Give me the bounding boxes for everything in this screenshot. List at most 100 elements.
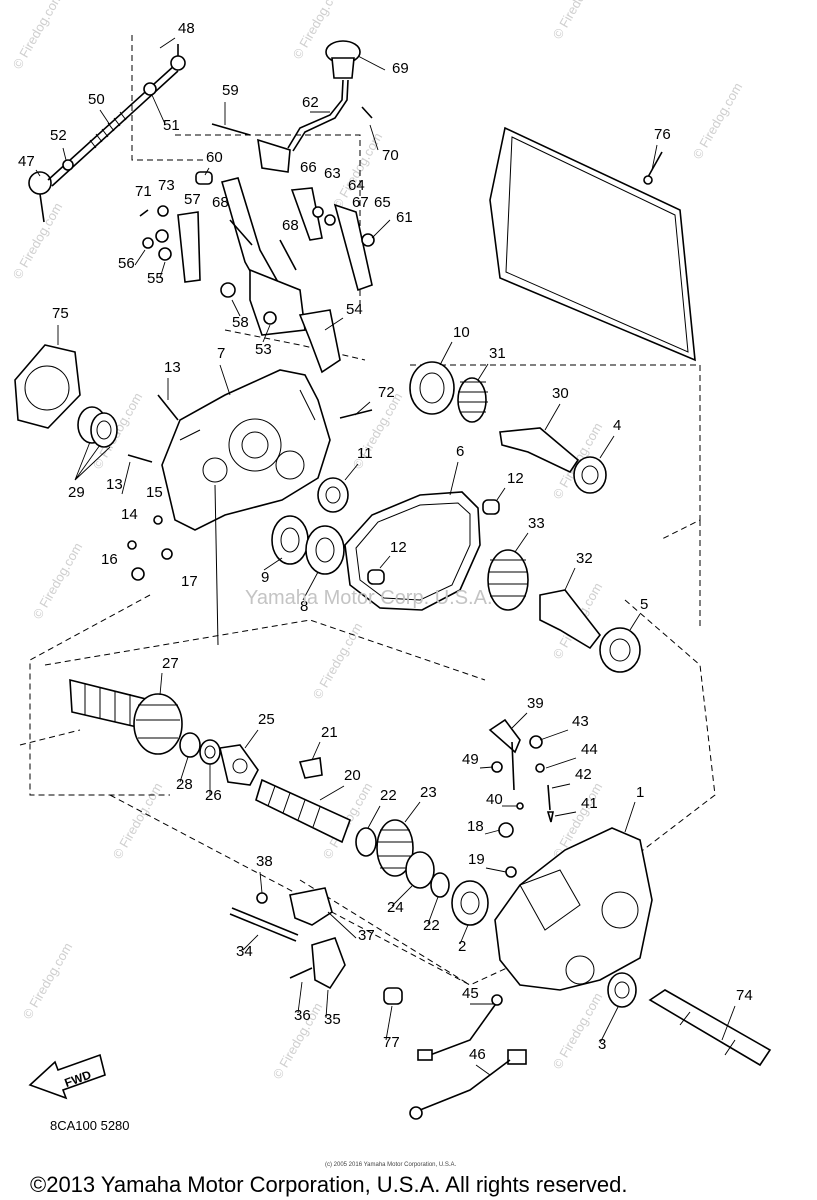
part-callout-8: 8 xyxy=(300,598,308,615)
part-callout-34: 34 xyxy=(236,943,253,960)
part-callout-61: 61 xyxy=(396,209,413,226)
part-callout-5: 5 xyxy=(640,596,648,613)
part-callout-35: 35 xyxy=(324,1011,341,1028)
part-callout-52: 52 xyxy=(50,127,67,144)
part-callout-45: 45 xyxy=(462,985,479,1002)
part-callout-54: 54 xyxy=(346,301,363,318)
watermark-2: © Firedog.com xyxy=(550,0,606,42)
watermark-18: © Firedog.com xyxy=(550,990,606,1072)
part-callout-24: 24 xyxy=(387,899,404,916)
part-callout-76: 76 xyxy=(654,126,671,143)
part-callout-68: 68 xyxy=(282,217,299,234)
part-callout-25: 25 xyxy=(258,711,275,728)
part-callout-51: 51 xyxy=(163,117,180,134)
part-callout-36: 36 xyxy=(294,1007,311,1024)
part-callout-49: 49 xyxy=(462,751,479,768)
center-gasket xyxy=(344,491,500,611)
part-callout-41: 41 xyxy=(581,795,598,812)
part-callout-74: 74 xyxy=(736,987,753,1004)
part-callout-47: 47 xyxy=(18,153,35,170)
part-callout-70: 70 xyxy=(382,147,399,164)
part-callout-68: 68 xyxy=(212,194,229,211)
part-callout-77: 77 xyxy=(383,1034,400,1051)
part-callout-20: 20 xyxy=(344,767,361,784)
part-callout-50: 50 xyxy=(88,91,105,108)
watermark-11: © Firedog.com xyxy=(310,620,366,702)
part-callout-33: 33 xyxy=(528,515,545,532)
seal-output-shaft xyxy=(607,972,772,1067)
part-callout-46: 46 xyxy=(469,1046,486,1063)
part-callout-11: 11 xyxy=(357,445,373,462)
shift-forks xyxy=(229,887,403,1005)
part-callout-13: 13 xyxy=(106,476,123,493)
access-cover xyxy=(489,126,696,362)
gasket-seals xyxy=(14,344,118,448)
part-callout-59: 59 xyxy=(222,82,239,99)
part-callout-23: 23 xyxy=(420,784,437,801)
part-callout-69: 69 xyxy=(392,60,409,77)
watermark-10: © Firedog.com xyxy=(30,540,86,622)
part-callout-72: 72 xyxy=(378,384,395,401)
part-callout-3: 3 xyxy=(598,1036,606,1053)
part-callout-12: 12 xyxy=(507,470,524,487)
part-callout-4: 4 xyxy=(613,417,621,434)
part-callout-58: 58 xyxy=(232,314,249,331)
part-callout-75: 75 xyxy=(52,305,69,322)
part-callout-71: 71 xyxy=(135,183,152,200)
part-callout-28: 28 xyxy=(176,776,193,793)
center-watermark: Yamaha Motor Corp. U.S.A. xyxy=(245,587,493,609)
counter-shaft-assembly xyxy=(255,757,450,898)
leader-lines xyxy=(35,37,736,1076)
part-callout-65: 65 xyxy=(374,194,391,211)
part-callout-57: 57 xyxy=(184,191,201,208)
part-callout-62: 62 xyxy=(302,94,319,111)
part-callout-43: 43 xyxy=(572,713,589,730)
fasteners xyxy=(127,409,373,581)
part-callout-7: 7 xyxy=(217,345,225,362)
shift-lever-cluster xyxy=(139,177,375,374)
drive-gear-shaft xyxy=(487,549,641,673)
part-callout-56: 56 xyxy=(118,255,135,272)
part-callout-29: 29 xyxy=(68,484,85,501)
part-callout-18: 18 xyxy=(467,818,484,835)
part-callout-67: 67 xyxy=(352,194,369,211)
part-callout-15: 15 xyxy=(146,484,163,501)
small-copyright: (c) 2005 2016 Yamaha Motor Corporation, … xyxy=(325,1162,457,1168)
part-callout-64: 64 xyxy=(348,177,365,194)
bearing-2 xyxy=(451,880,489,926)
part-callout-40: 40 xyxy=(486,791,503,808)
part-callout-44: 44 xyxy=(581,741,598,758)
part-callout-19: 19 xyxy=(468,851,485,868)
part-callout-73: 73 xyxy=(158,177,175,194)
fwd-arrow-icon: FWD xyxy=(28,1053,106,1100)
part-callout-13: 13 xyxy=(164,359,181,376)
part-callout-22: 22 xyxy=(423,917,440,934)
watermark-13: © Firedog.com xyxy=(110,780,166,862)
shift-linkage xyxy=(28,44,186,223)
part-callout-60: 60 xyxy=(206,149,223,166)
part-callout-37: 37 xyxy=(358,927,375,944)
part-callout-38: 38 xyxy=(256,853,273,870)
watermark-3: © Firedog.com xyxy=(690,80,746,162)
part-callout-26: 26 xyxy=(205,787,222,804)
part-callout-22: 22 xyxy=(380,787,397,804)
part-callout-66: 66 xyxy=(300,159,317,176)
watermark-4: © Firedog.com xyxy=(10,200,66,282)
copyright-footer: ©2013 Yamaha Motor Corporation, U.S.A. A… xyxy=(30,1172,627,1197)
part-callout-21: 21 xyxy=(321,724,338,741)
part-callout-2: 2 xyxy=(458,938,466,955)
part-callout-27: 27 xyxy=(162,655,179,672)
part-callout-31: 31 xyxy=(489,345,506,362)
shift-knob-lever xyxy=(195,40,373,185)
part-callout-1: 1 xyxy=(636,784,644,801)
watermark-16: © Firedog.com xyxy=(20,940,76,1022)
part-callout-53: 53 xyxy=(255,341,272,358)
part-callout-16: 16 xyxy=(101,551,118,568)
part-callout-48: 48 xyxy=(178,20,195,37)
sensor-harness xyxy=(409,994,527,1120)
part-callout-14: 14 xyxy=(121,506,138,523)
part-callout-12: 12 xyxy=(390,539,407,556)
part-callout-55: 55 xyxy=(147,270,164,287)
